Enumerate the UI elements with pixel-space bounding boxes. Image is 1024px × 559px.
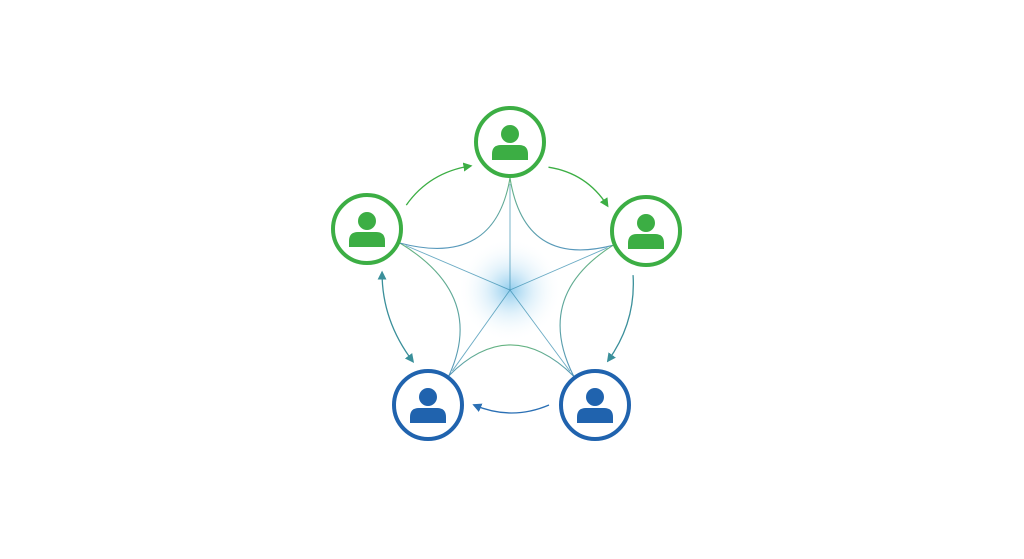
user-icon [577, 388, 613, 423]
user-icon [492, 125, 528, 160]
edge-bottom-right-to-bottom-left [472, 403, 550, 414]
node-left [331, 193, 403, 265]
node-bottom-right [559, 369, 631, 441]
spoke-left [405, 245, 511, 291]
mesh-curve-right [559, 244, 614, 377]
edges [377, 162, 634, 414]
node-bottom-left [392, 369, 464, 441]
edge-bottom-left-to-left [377, 270, 415, 363]
spoke-right [509, 247, 608, 291]
mesh-curve-left [399, 177, 511, 249]
edge-left-to-top [405, 162, 473, 206]
edge-right-to-bottom-right [606, 275, 634, 363]
spoke-bottom-left [452, 289, 511, 372]
user-icon [410, 388, 446, 423]
mesh-curve-bottom-right [448, 344, 574, 377]
mesh-curve-bottom-left [399, 242, 461, 376]
user-icon [349, 212, 385, 247]
node-top [474, 106, 546, 178]
spoke-bottom-right [509, 289, 571, 372]
node-right [610, 195, 682, 267]
star-mesh [399, 177, 614, 377]
user-icon [628, 214, 664, 249]
mesh-curve-top [509, 177, 614, 251]
edge-top-to-right [548, 166, 609, 208]
nodes [331, 106, 682, 441]
